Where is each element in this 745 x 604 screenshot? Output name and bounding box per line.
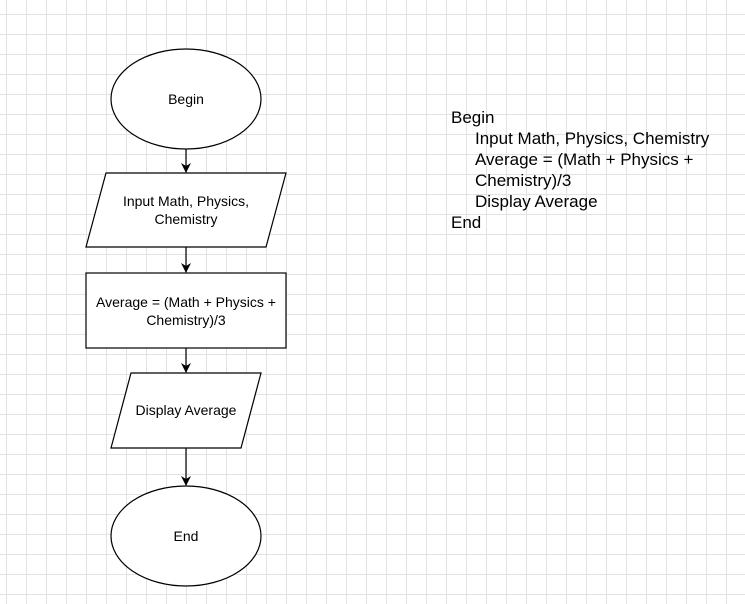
input-parallelogram[interactable] [85, 172, 287, 248]
process-rectangle[interactable] [85, 272, 287, 349]
begin-label: Begin [168, 91, 204, 107]
pseudocode-line-average: Average = (Math + Physics + Chemistry)/3 [475, 150, 694, 190]
pseudocode-end: End [451, 213, 482, 232]
output-label: Display Average [135, 402, 237, 418]
input-label: Input Math, Physics, Chemistry [122, 193, 250, 227]
pseudocode-block: Begin Input Math, Physics, Chemistry Ave… [451, 107, 741, 233]
pseudocode-line-input: Input Math, Physics, Chemistry [475, 129, 710, 148]
output-parallelogram[interactable] [110, 372, 262, 449]
pseudocode-line-display: Display Average [475, 192, 598, 211]
end-label: End [173, 528, 199, 544]
process-label: Average = (Math + Physics + Chemistry)/3 [96, 293, 276, 328]
pseudocode-begin: Begin [451, 108, 495, 127]
end-terminator[interactable] [110, 485, 262, 587]
